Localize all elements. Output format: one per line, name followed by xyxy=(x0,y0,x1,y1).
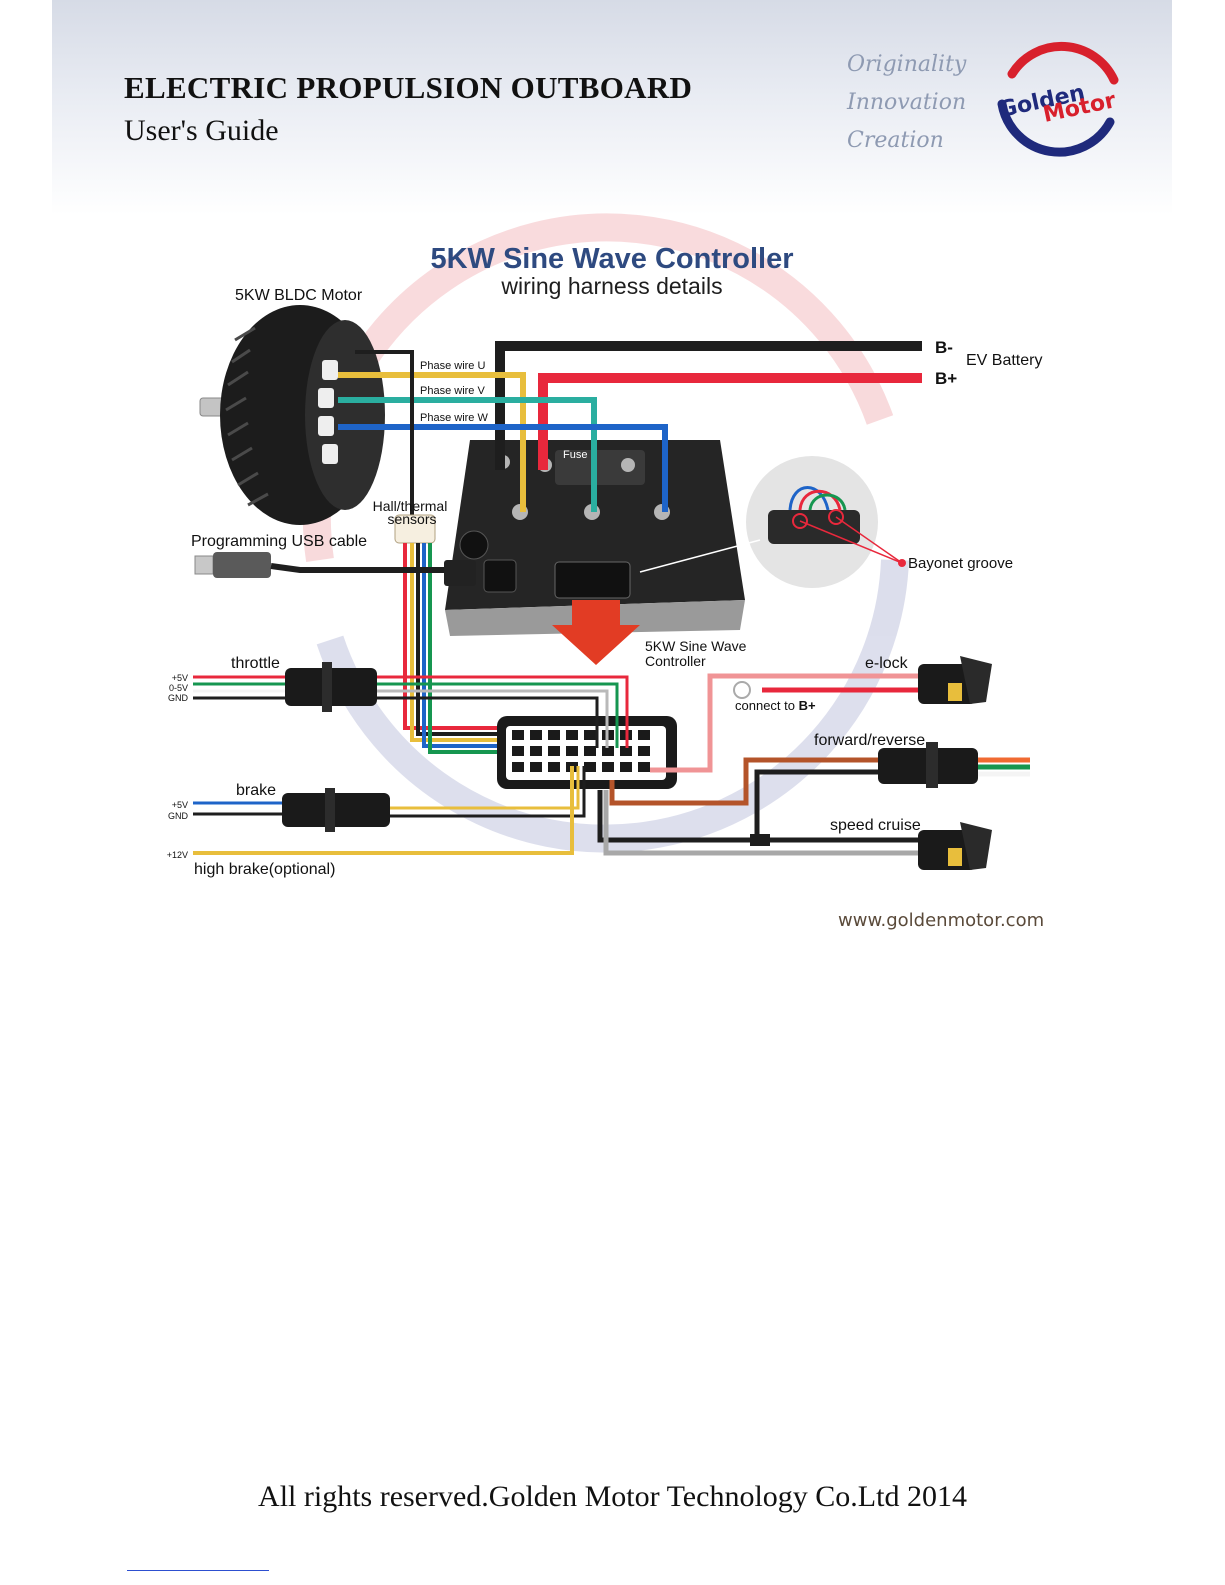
footer-link-underline xyxy=(127,1570,269,1571)
motor-label: 5KW BLDC Motor xyxy=(235,287,363,304)
brake-pin-gnd: GND xyxy=(168,811,189,821)
high-brake-pin-12v: +12V xyxy=(167,850,188,860)
brake-pin-5v: +5V xyxy=(172,800,188,810)
wiring-diagram: 5KW Sine Wave Controller wiring harness … xyxy=(167,213,1042,878)
brake-label: brake xyxy=(236,782,276,799)
throttle-pin-signal: 0-5V xyxy=(169,683,188,693)
bayonet-connector-icon xyxy=(639,456,906,588)
document-title: ELECTRIC PROPULSION OUTBOARD xyxy=(124,70,693,105)
diagram-subtitle: wiring harness details xyxy=(500,273,722,299)
b-plus-label: B+ xyxy=(935,369,957,388)
connect-to-label: connect to B+ xyxy=(735,698,816,713)
high-brake-label: high brake(optional) xyxy=(194,861,335,878)
throttle-pin-gnd: GND xyxy=(168,693,189,703)
brake-wires xyxy=(193,766,586,818)
elock-label: e-lock xyxy=(865,655,909,672)
forward-reverse-connector-icon xyxy=(878,742,978,788)
speed-cruise-label: speed cruise xyxy=(830,817,921,834)
slogan-originality: Originality xyxy=(847,52,967,77)
hall-sensors-label-line2: sensors xyxy=(387,511,436,527)
connect-to-text: connect to xyxy=(735,698,799,713)
harness-connector-icon xyxy=(497,716,677,789)
slogan-innovation: Innovation xyxy=(847,90,967,115)
diagram-title: 5KW Sine Wave Controller xyxy=(430,243,793,275)
high-brake-wire xyxy=(193,766,574,855)
footer-copyright: All rights reserved.Golden Motor Technol… xyxy=(258,1480,967,1513)
header-band xyxy=(52,0,1172,215)
golden-motor-logo: Golden Motor xyxy=(997,41,1119,157)
brake-connector-icon xyxy=(282,788,390,832)
phase-wires xyxy=(338,372,668,512)
connect-target-text: B+ xyxy=(799,698,816,713)
phase-wire-u-label: Phase wire U xyxy=(420,360,485,372)
speed-cruise-connector-icon xyxy=(918,822,992,870)
b-minus-label: B- xyxy=(935,338,953,357)
usb-cable-label: Programming USB cable xyxy=(191,533,367,550)
throttle-connector-icon xyxy=(285,662,377,712)
website-link[interactable]: www.goldenmotor.com xyxy=(838,910,1045,931)
speed-cruise-wires xyxy=(603,790,920,856)
usb-cable-icon xyxy=(194,552,476,586)
hall-sensors-label-line1: Hall/thermal xyxy=(373,498,448,514)
controller-label-line2: Controller xyxy=(645,653,706,669)
bayonet-groove-label: Bayonet groove xyxy=(908,555,1013,572)
throttle-label: throttle xyxy=(231,655,280,672)
elock-connector-icon xyxy=(918,656,992,704)
controller-label-line1: 5KW Sine Wave xyxy=(645,638,747,654)
throttle-wires xyxy=(193,675,629,748)
phase-wire-w-label: Phase wire W xyxy=(420,412,488,424)
throttle-pin-5v: +5V xyxy=(172,673,188,683)
slogan-creation: Creation xyxy=(847,128,944,153)
motor-icon xyxy=(199,305,385,525)
fuse-label: Fuse xyxy=(563,449,587,461)
elock-wires xyxy=(650,673,920,773)
battery-label: EV Battery xyxy=(966,352,1042,369)
phase-wire-v-label: Phase wire V xyxy=(420,385,485,397)
document-subtitle: User's Guide xyxy=(124,114,279,147)
forward-reverse-label: forward/reverse xyxy=(814,732,925,749)
